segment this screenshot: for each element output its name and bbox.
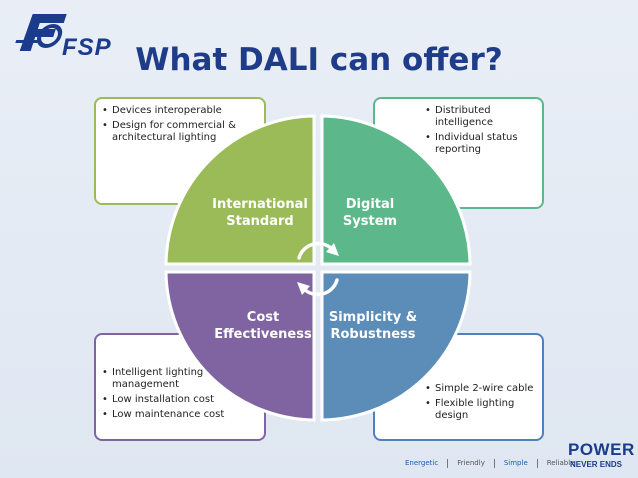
cycle-arrows-icon [297,241,339,297]
logo-text: FSP [62,34,112,61]
label-line: Cost [246,310,280,325]
label-line: Standard [226,214,294,229]
label-line: Robustness [330,327,416,342]
quadrant-international-standard [164,114,316,266]
label-line: Effectiveness [214,327,312,342]
list-item: Low installation cost [102,394,264,406]
label-line: System [342,214,398,229]
page-title: What DALI can offer? [135,42,503,78]
list-item: Individual status reporting [425,132,542,156]
footer-tag: Simple [495,459,538,468]
footer-tag: Friendly [448,459,495,468]
label-line: International [212,197,308,212]
list-item: Devices interoperable [102,105,264,117]
footer-tags: Energetic Friendly Simple Reliable [396,459,583,468]
quadrant-simplicity-robustness [320,270,472,422]
brand-power: POWER [568,440,635,459]
list-item: Intelligent lighting management [102,367,264,391]
list-item: Distributed intelligence [425,105,542,129]
quadrant-digital-system [320,114,472,266]
quadrant-cost-effectiveness [164,270,316,422]
label-line: Digital [345,197,395,212]
label-line: Simplicity & [328,310,418,325]
footer-tag: Reliable [546,459,575,467]
fsp-logo-icon [15,14,67,51]
list-item: Design for commercial & architectural li… [102,120,264,144]
footer-tag: Energetic [396,459,449,468]
list-item: Low maintenance cost [102,409,264,421]
brand-tagline: NEVER ENDS [570,460,623,469]
list-item: Simple 2-wire cable [425,383,542,395]
quadrant-label-simplicity-robustness: Simplicity & Robustness [320,309,426,343]
list-item: Flexible lighting design [425,398,542,422]
